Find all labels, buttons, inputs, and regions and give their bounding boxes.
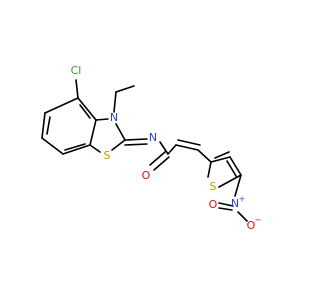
bond <box>115 123 126 141</box>
charge-plus: + <box>239 195 246 204</box>
bonds <box>41 79 248 222</box>
bond <box>207 161 212 178</box>
bond <box>149 151 166 166</box>
bond <box>124 138 148 141</box>
bond <box>153 156 170 171</box>
bond <box>113 91 117 113</box>
atom-oxygen-nitro-top: O <box>209 198 218 211</box>
charge-minus: − <box>255 216 262 225</box>
atom-oxygen-nitro-minus: O <box>247 219 256 232</box>
bond <box>89 144 101 153</box>
bond <box>234 174 242 197</box>
bond <box>124 143 148 146</box>
bond <box>218 207 233 211</box>
bond <box>167 144 177 155</box>
atom-nitrogen-ring: N <box>110 111 118 124</box>
bond <box>111 139 126 151</box>
molecule-canvas: Cl N S N O S N + O O − <box>41 64 262 232</box>
atom-oxygen-carbonyl: O <box>142 169 151 182</box>
bond <box>89 119 97 146</box>
bond <box>218 202 234 207</box>
bond <box>41 112 46 139</box>
bond <box>62 144 91 155</box>
bond <box>229 156 242 176</box>
bond <box>44 97 79 114</box>
bond <box>237 211 248 222</box>
bond <box>214 151 230 159</box>
bond <box>197 149 212 163</box>
bond <box>64 143 86 151</box>
bond <box>75 79 79 99</box>
bond <box>115 85 135 93</box>
bond <box>159 141 169 155</box>
bond <box>226 160 237 177</box>
atom-nitrogen-nitro: N <box>231 197 239 210</box>
atom-sulfur-ring: S <box>104 149 111 162</box>
bond <box>41 137 64 155</box>
bond <box>210 156 231 163</box>
atom-nitrogen-imine: N <box>149 131 157 144</box>
bond <box>77 97 97 121</box>
structure-diagram: Cl N S N O S N + O O − <box>41 64 262 232</box>
bond <box>95 118 109 121</box>
bond <box>218 174 242 188</box>
atom-chlorine: Cl <box>71 64 82 77</box>
bond <box>79 104 91 119</box>
atom-labels: Cl N S N O S N + O O − <box>71 64 262 232</box>
atom-sulfur-thiophene: S <box>210 180 217 193</box>
bond <box>46 116 51 135</box>
bond <box>175 144 199 151</box>
bond <box>177 139 201 146</box>
